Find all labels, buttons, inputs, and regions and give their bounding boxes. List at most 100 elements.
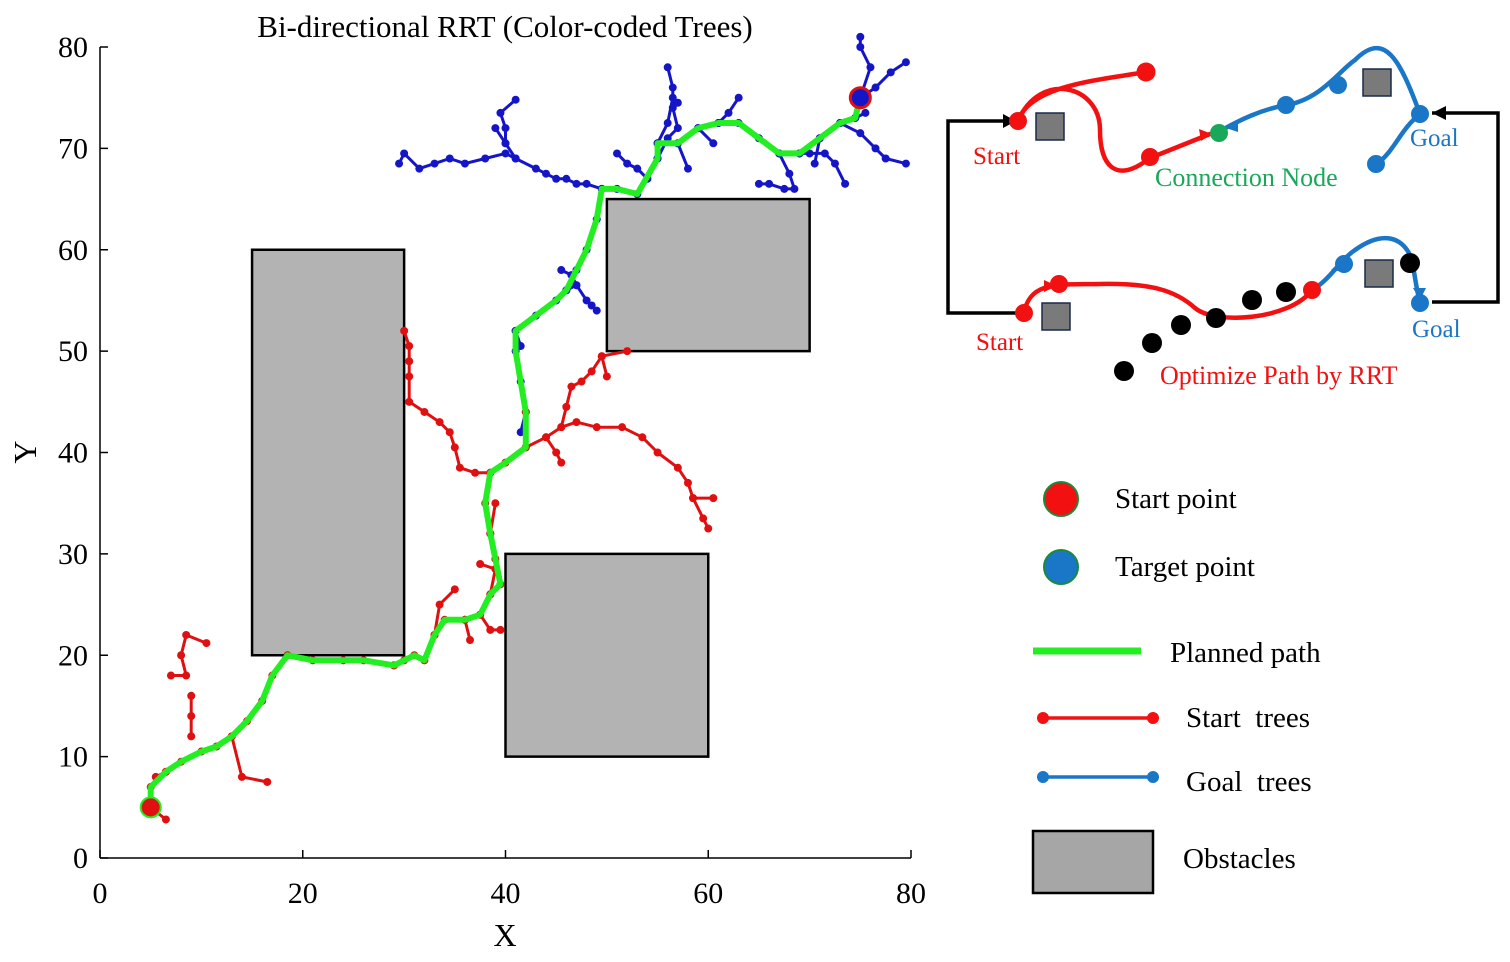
start-tree-node <box>689 494 698 503</box>
y-tick-label: 10 <box>58 741 88 774</box>
start-tree-node <box>450 585 459 594</box>
goal-tree-node <box>623 159 632 168</box>
start-tree-node <box>237 772 246 781</box>
legend-start-trees-label: Start trees <box>1186 702 1310 734</box>
inset-bottom-obstacle-1 <box>1041 302 1071 331</box>
inset-top-start-label: Start <box>973 143 1020 170</box>
goal-tree-node <box>445 154 454 163</box>
legend-start-trees-node <box>1147 712 1159 724</box>
start-tree-node <box>704 524 713 533</box>
schematic-inset: Start Goal Connection Node Start Goal Op… <box>946 45 1500 390</box>
start-tree-node <box>699 514 708 523</box>
start-tree-node <box>592 423 601 432</box>
goal-tree-node <box>496 108 505 117</box>
goal-tree-node <box>810 159 819 168</box>
goal-tree-node <box>557 266 566 275</box>
goal-tree-node <box>395 159 404 168</box>
goal-tree-node <box>400 149 409 158</box>
x-tick-label: 0 <box>93 877 108 910</box>
start-tree-node <box>445 428 454 437</box>
goal-tree-node <box>856 32 865 41</box>
goal-tree-node <box>511 154 520 163</box>
goal-tree-node <box>901 159 910 168</box>
start-tree-edge <box>525 420 710 530</box>
goal-tree-node <box>663 63 672 72</box>
start-tree-node <box>572 418 581 427</box>
goal-tree-edge <box>839 121 907 166</box>
inset-black-node <box>1276 282 1296 302</box>
legend-start-point-marker <box>1043 481 1079 517</box>
goal-tree-edge <box>397 151 603 191</box>
start-tree-node <box>177 651 186 660</box>
y-axis-label: Y <box>7 440 43 463</box>
inset-arrowhead-red <box>1199 129 1212 141</box>
goal-tree-node <box>613 149 622 158</box>
goal-tree-node <box>861 108 870 117</box>
goal-tree-node <box>765 179 774 188</box>
start-tree-edge <box>171 633 207 677</box>
start-tree-node <box>577 377 586 386</box>
y-tick-label: 80 <box>58 31 88 64</box>
goal-tree-node <box>673 98 682 107</box>
start-tree-node <box>405 342 414 351</box>
goal-tree-node <box>663 134 672 143</box>
start-tree-node <box>587 367 596 376</box>
goal-tree-node <box>780 184 789 193</box>
goal-tree-node <box>785 169 794 178</box>
start-tree-node <box>486 625 495 634</box>
goal-tree-node <box>901 58 910 67</box>
inset-optimized-path-nodes <box>1114 253 1420 381</box>
goal-tree-node <box>856 43 865 51</box>
goal-point-marker <box>848 86 872 110</box>
goal-tree-node <box>683 164 692 173</box>
goal-tree-node <box>663 119 672 128</box>
inset-bottom-blue-node <box>1335 255 1353 273</box>
legend: Start point Target point Planned path St… <box>1031 481 1321 895</box>
y-tick-label: 30 <box>58 538 88 571</box>
obstacles-layer <box>250 197 811 758</box>
inset-connection-node-label: Connection Node <box>1155 163 1338 192</box>
goal-tree-edge <box>858 36 872 99</box>
goal-tree-node <box>582 179 591 188</box>
legend-goal-trees-node <box>1037 771 1049 783</box>
obstacle <box>504 552 710 758</box>
legend-obstacles-swatch <box>1031 829 1155 895</box>
goal-tree-node <box>481 154 490 163</box>
goal-tree-node <box>724 108 733 117</box>
start-tree-edge <box>230 736 268 784</box>
start-tree-node <box>491 499 500 508</box>
x-tick-label: 80 <box>896 877 926 910</box>
start-tree-node <box>420 407 429 416</box>
x-tick-label: 60 <box>693 877 723 910</box>
goal-tree-node <box>516 428 525 437</box>
inset-loop-frame <box>946 111 1500 315</box>
start-tree-node <box>557 458 566 467</box>
start-tree-node <box>435 600 444 609</box>
start-tree-node <box>653 448 662 457</box>
goal-tree-node <box>881 154 890 163</box>
inset-bottom-goal-label: Goal <box>1412 316 1461 343</box>
inset-bottom-red-node <box>1050 275 1068 293</box>
start-tree-node <box>466 636 475 645</box>
goal-tree-node <box>866 63 875 72</box>
goal-tree-edge <box>676 142 690 170</box>
inset-arrowhead-blue <box>1226 120 1238 132</box>
y-tick-label: 60 <box>58 234 88 267</box>
legend-goal-trees-node <box>1147 771 1159 783</box>
inset-arrowhead-bottom-goal <box>1413 288 1426 300</box>
start-tree-node <box>618 423 627 432</box>
goal-tree-node <box>552 174 561 183</box>
inset-top-goal-label: Goal <box>1410 125 1459 152</box>
x-tick-label: 20 <box>288 877 318 910</box>
y-tick-label: 50 <box>58 335 88 368</box>
goal-tree-node <box>754 179 763 188</box>
goal-tree-node <box>582 296 591 305</box>
start-tree-node <box>405 357 414 366</box>
inset-black-node <box>1142 333 1162 353</box>
goal-tree-node <box>430 159 439 168</box>
start-tree-node <box>202 639 211 648</box>
start-tree-node <box>709 494 718 503</box>
goal-tree-node <box>415 164 424 173</box>
inset-top-blue-node-2 <box>1329 76 1347 94</box>
y-tick-label: 40 <box>58 437 88 470</box>
